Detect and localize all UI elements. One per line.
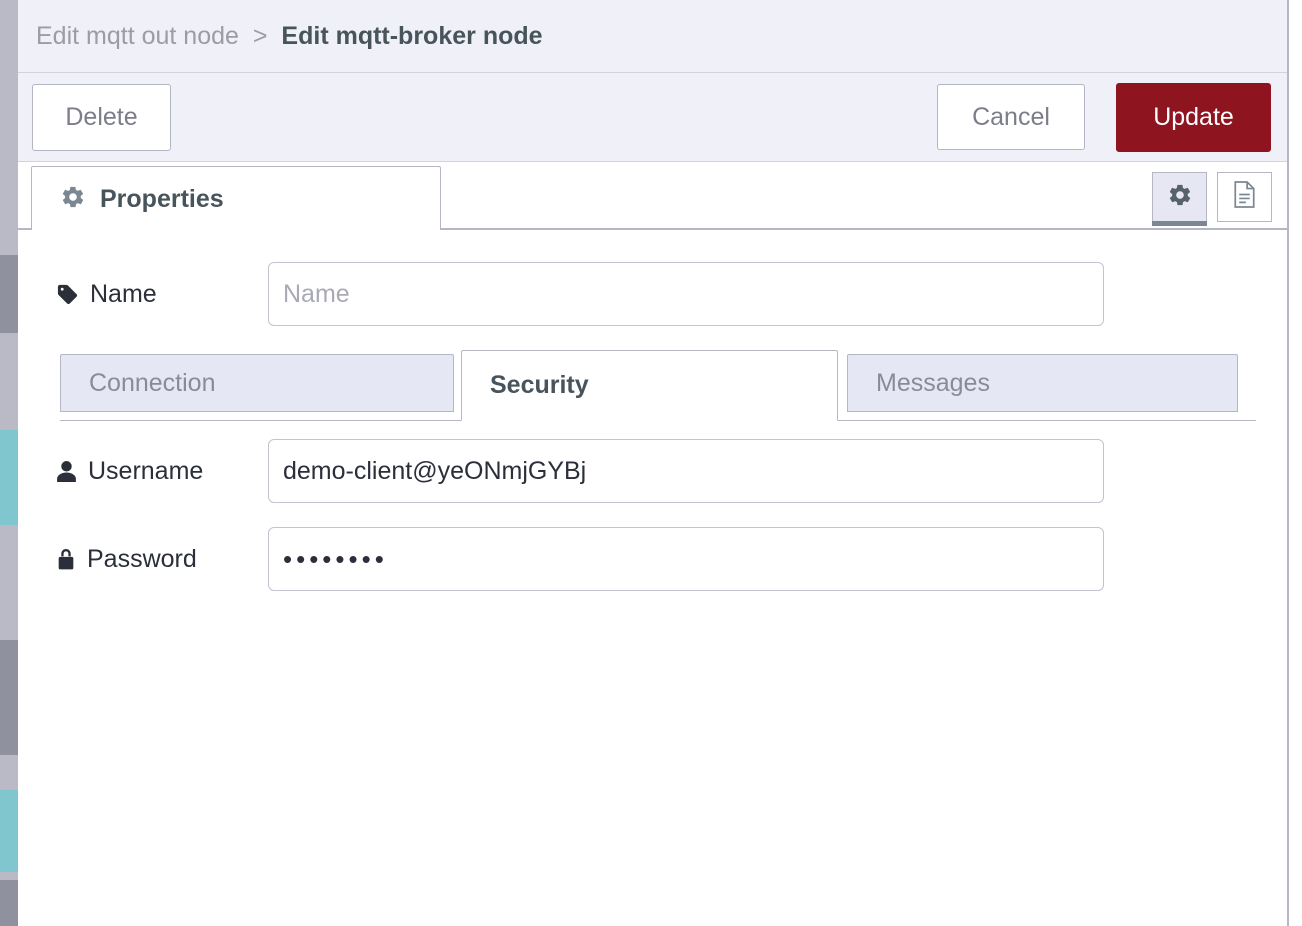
edit-node-dialog: Edit mqtt out node > Edit mqtt-broker no… bbox=[18, 0, 1289, 926]
password-input[interactable] bbox=[268, 527, 1104, 591]
gear-icon bbox=[60, 184, 86, 215]
dialog-body: Name Connection Security Messages bbox=[18, 230, 1287, 926]
tag-icon bbox=[56, 283, 79, 306]
form-row-password: Password bbox=[18, 527, 1287, 591]
username-label-text: Username bbox=[88, 456, 204, 485]
form-row-username: Username bbox=[18, 439, 1287, 503]
gear-icon bbox=[1167, 182, 1193, 213]
name-label: Name bbox=[56, 280, 268, 309]
breadcrumb-separator: > bbox=[252, 21, 268, 50]
username-input[interactable] bbox=[268, 439, 1104, 503]
name-input[interactable] bbox=[268, 262, 1104, 326]
subtab-connection-label: Connection bbox=[89, 368, 216, 397]
breadcrumb-parent-link[interactable]: Edit mqtt out node bbox=[36, 21, 239, 50]
username-label: Username bbox=[56, 457, 268, 486]
properties-view-button[interactable] bbox=[1152, 172, 1207, 226]
broker-subtab-bar: Connection Security Messages bbox=[60, 350, 1256, 421]
name-label-text: Name bbox=[90, 279, 157, 308]
password-label-text: Password bbox=[87, 544, 197, 573]
dialog-toolbar: Delete Cancel Update bbox=[18, 73, 1287, 162]
delete-button[interactable]: Delete bbox=[32, 83, 171, 151]
canvas-accent bbox=[0, 790, 18, 872]
editor-canvas-bleed bbox=[0, 0, 18, 926]
tab-properties[interactable]: Properties bbox=[31, 166, 441, 232]
canvas-shade bbox=[0, 880, 18, 926]
canvas-shade bbox=[0, 640, 18, 755]
subtab-connection[interactable]: Connection bbox=[60, 354, 454, 412]
lock-icon bbox=[56, 548, 76, 571]
user-icon bbox=[56, 460, 77, 483]
canvas-shade bbox=[0, 255, 18, 333]
cancel-button[interactable]: Cancel bbox=[937, 84, 1085, 150]
dialog-tab-bar: Properties bbox=[18, 162, 1287, 232]
breadcrumb: Edit mqtt out node > Edit mqtt-broker no… bbox=[36, 22, 543, 51]
update-button[interactable]: Update bbox=[1116, 82, 1271, 152]
description-view-button[interactable] bbox=[1217, 172, 1272, 222]
dialog-header: Edit mqtt out node > Edit mqtt-broker no… bbox=[18, 0, 1287, 73]
password-label: Password bbox=[56, 545, 268, 574]
description-icon bbox=[1231, 180, 1258, 214]
breadcrumb-current: Edit mqtt-broker node bbox=[281, 21, 543, 50]
form-row-name: Name bbox=[18, 262, 1287, 326]
tab-bar-icon-buttons bbox=[1152, 172, 1272, 226]
tab-properties-label: Properties bbox=[100, 185, 224, 213]
subtab-security[interactable]: Security bbox=[461, 350, 838, 421]
subtab-messages-label: Messages bbox=[876, 368, 990, 397]
subtab-security-label: Security bbox=[490, 371, 589, 399]
subtab-messages[interactable]: Messages bbox=[847, 354, 1238, 412]
canvas-accent bbox=[0, 430, 18, 525]
